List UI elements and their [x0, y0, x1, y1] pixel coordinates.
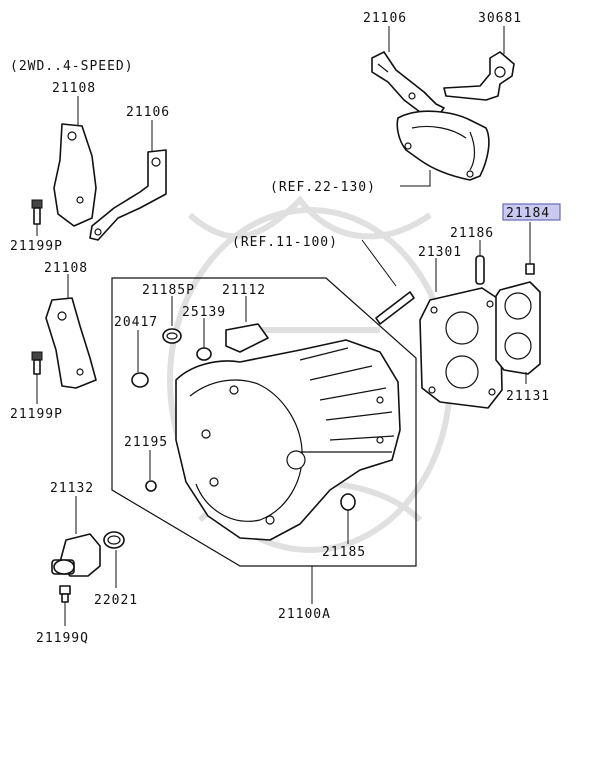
label-30681: 30681: [478, 11, 522, 26]
bracket-21108-upper[interactable]: [53, 123, 97, 227]
label-21106-b: 21106: [126, 105, 170, 120]
label-ref-22-130: (REF.22-130): [270, 180, 376, 195]
bushing-20417[interactable]: [131, 372, 149, 388]
label-21132: 21132: [50, 481, 94, 496]
label-21185p: 21185P: [142, 283, 195, 298]
label-20417: 20417: [114, 315, 158, 330]
label-21106-top: 21106: [363, 11, 407, 26]
bolt-21199q[interactable]: [59, 585, 71, 603]
label-21131: 21131: [506, 389, 550, 404]
pin-21195[interactable]: [145, 480, 157, 492]
label-21195: 21195: [124, 435, 168, 450]
bracket-21106-lower[interactable]: [89, 149, 167, 241]
bearing-retainer-21132[interactable]: [51, 533, 101, 577]
pin-21186[interactable]: [475, 255, 485, 285]
label-21199q: 21199Q: [36, 631, 89, 646]
bracket-21108-lower[interactable]: [45, 297, 97, 389]
gasket-21131[interactable]: [495, 281, 541, 375]
plug-21185[interactable]: [340, 493, 356, 511]
label-21184[interactable]: 21184: [506, 206, 550, 221]
bolt-21199p-lower[interactable]: [31, 351, 43, 375]
upper-bracket-assembly[interactable]: [371, 51, 515, 181]
label-ref-11-100: (REF.11-100): [232, 235, 338, 250]
label-21186: 21186: [450, 226, 494, 241]
label-22021: 22021: [94, 593, 138, 608]
label-21112: 21112: [222, 283, 266, 298]
label-21100a: 21100A: [278, 607, 331, 622]
cover-21112[interactable]: [225, 323, 269, 353]
bolt-21199p-upper[interactable]: [31, 199, 43, 225]
config-note: (2WD..4-SPEED): [10, 59, 134, 74]
label-21199p-b: 21199P: [10, 407, 63, 422]
seal-25139[interactable]: [196, 347, 212, 361]
bolt-21184[interactable]: [525, 263, 535, 275]
shift-rod-ref[interactable]: [375, 291, 415, 325]
label-21108-b: 21108: [44, 261, 88, 276]
label-21185: 21185: [322, 545, 366, 560]
highlight-21184: [502, 203, 561, 221]
label-21199p-a: 21199P: [10, 239, 63, 254]
plug-21185p[interactable]: [162, 328, 182, 344]
transmission-case-21100a[interactable]: [175, 339, 401, 541]
case-group-frame: [111, 277, 417, 567]
oil-seal-22021[interactable]: [103, 531, 125, 549]
label-25139: 25139: [182, 305, 226, 320]
label-21301: 21301: [418, 245, 462, 260]
extension-housing-21301[interactable]: [419, 287, 503, 409]
label-21108-a: 21108: [52, 81, 96, 96]
